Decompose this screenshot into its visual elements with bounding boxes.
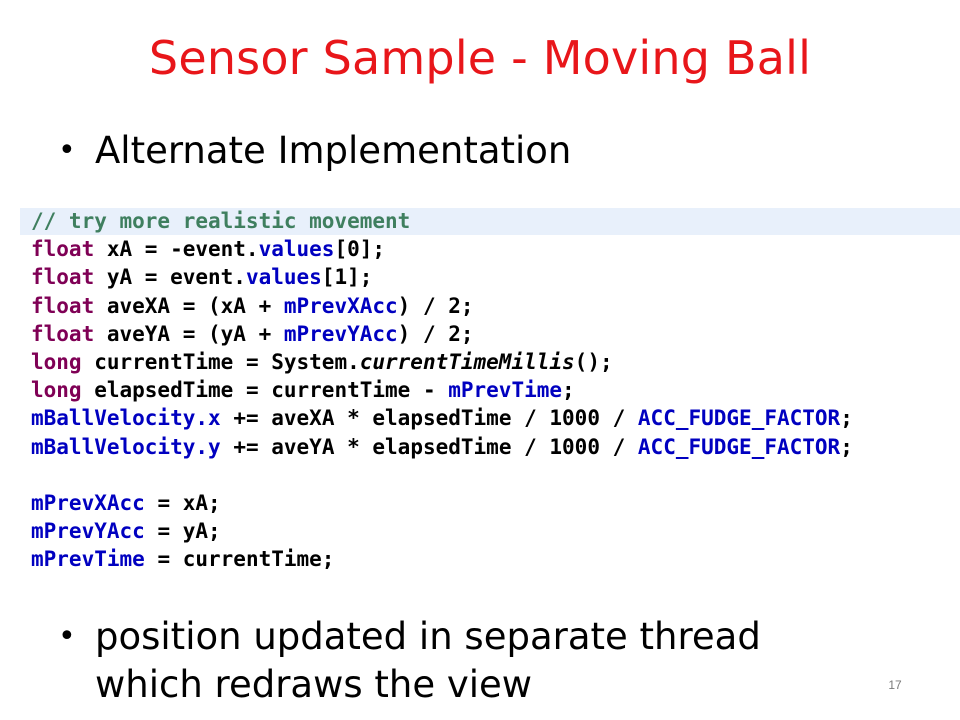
code-line: mPrevYAcc = yA; bbox=[31, 519, 221, 544]
code-line: float yA = event.values[1]; bbox=[31, 265, 373, 290]
code-comment: // try more realistic movement bbox=[31, 209, 411, 233]
code-line: mBallVelocity.y += aveYA * elapsedTime /… bbox=[31, 434, 853, 459]
code-line: mPrevXAcc = xA; bbox=[31, 490, 221, 515]
bullet-position-updated: • position updated in separate thread wh… bbox=[58, 613, 878, 713]
bullet-text: Alternate Implementation bbox=[95, 129, 572, 172]
code-line: long currentTime = System.currentTimeMil… bbox=[31, 349, 613, 374]
bullet-marker: • bbox=[58, 619, 76, 654]
code-line: float aveYA = (yA + mPrevYAcc) / 2; bbox=[31, 321, 474, 346]
code-line: long elapsedTime = currentTime - mPrevTi… bbox=[31, 378, 575, 403]
code-line: float xA = -event.values[0]; bbox=[31, 237, 386, 262]
code-line: float aveXA = (xA + mPrevXAcc) / 2; bbox=[31, 293, 474, 318]
slide-title: Sensor Sample - Moving Ball bbox=[148, 31, 812, 85]
bullet-alternate-implementation: • Alternate Implementation bbox=[58, 127, 858, 179]
page-number: 17 bbox=[888, 678, 902, 692]
code-blank-line bbox=[31, 461, 853, 489]
highlighted-line-background bbox=[20, 208, 960, 235]
code-block: // try more realistic movement float xA =… bbox=[20, 207, 960, 577]
bullet-marker: • bbox=[58, 133, 76, 168]
code-line: mBallVelocity.x += aveXA * elapsedTime /… bbox=[31, 406, 853, 431]
code-listing: // try more realistic movement float xA =… bbox=[31, 207, 853, 573]
code-line: mPrevTime = currentTime; bbox=[31, 547, 335, 572]
bullet-text-line-1: position updated in separate thread bbox=[95, 615, 761, 658]
bullet-text-line-2: which redraws the view bbox=[95, 663, 533, 706]
